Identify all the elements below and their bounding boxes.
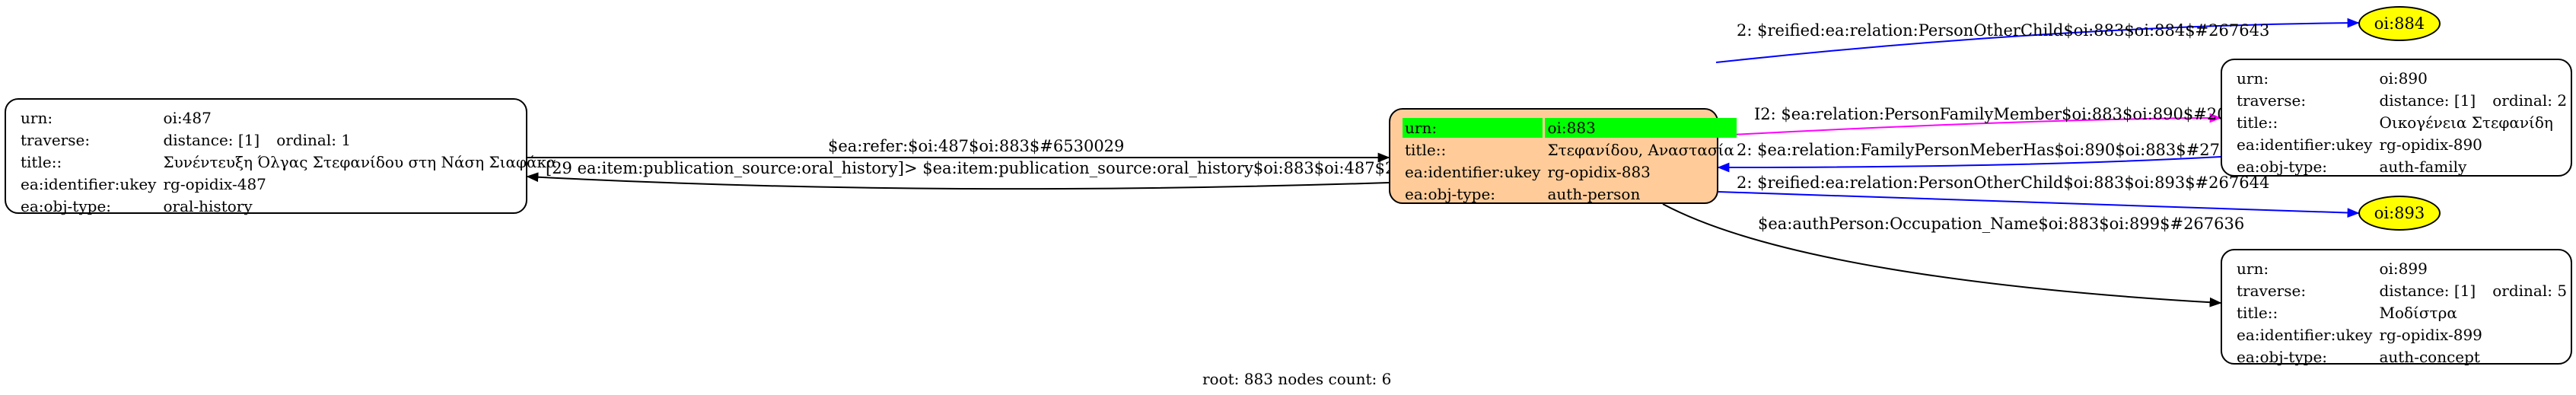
edge-label-family-has: 2: $ea:relation:FamilyPersonMeberHas$oi:… (1737, 141, 2261, 159)
ukey-key: ea:identifier:ukey (2237, 326, 2373, 344)
objtype-value: auth-person (1547, 185, 1641, 203)
ukey-value: rg-opidix-890 (2379, 135, 2482, 154)
node-oi-487[interactable]: urn: oi:487 traverse: distance: [1] ordin… (5, 98, 557, 215)
ukey-key: ea:identifier:ukey (1405, 163, 1541, 181)
title-value: Στεφανίδου, Αναστασία (1547, 141, 1734, 159)
traverse-distance: distance: [1] (2379, 282, 2476, 300)
edge-child-883-884 (1715, 18, 2360, 63)
objtype-value: auth-concept (2379, 348, 2480, 366)
ukey-value: rg-opidix-487 (163, 175, 266, 193)
title-key: title:: (1405, 141, 1447, 159)
urn-value: oi:899 (2379, 260, 2428, 278)
traverse-ordinal: ordinal: 5 (2492, 282, 2568, 300)
objtype-key: ea:obj-type: (1405, 185, 1496, 203)
node-oi-883-root[interactable]: urn: oi:883 title:: Στεφανίδου, Αναστασί… (1389, 108, 1737, 204)
ukey-value: rg-opidix-899 (2379, 326, 2482, 344)
urn-key: urn: (21, 109, 53, 127)
traverse-ordinal: ordinal: 2 (2492, 91, 2568, 110)
traverse-distance: distance: [1] (2379, 91, 2476, 110)
title-key: title:: (2237, 304, 2278, 322)
urn-value: oi:883 (1545, 118, 1737, 138)
traverse-ordinal: ordinal: 1 (276, 131, 352, 149)
traverse-key: traverse: (2237, 91, 2307, 110)
node-oi-893[interactable]: oi:893 (2358, 196, 2441, 231)
edge-occupation-883-899 (1662, 203, 2222, 307)
edge-label-child884: 2: $reified:ea:relation:PersonOtherChild… (1737, 21, 2270, 40)
objtype-key: ea:obj-type: (2237, 348, 2328, 366)
node-oi-899[interactable]: urn: oi:899 traverse: distance: [1] ordin… (2221, 249, 2572, 366)
urn-value: oi:487 (163, 109, 212, 127)
edge-label-refer: $ea:refer:$oi:487$oi:883$#6530029 (828, 137, 1125, 155)
urn-key: urn: (1403, 118, 1543, 138)
objtype-value: oral-history (163, 197, 253, 215)
edge-label-child893: 2: $reified:ea:relation:PersonOtherChild… (1737, 174, 2270, 192)
title-key: title:: (21, 153, 62, 171)
edge-family-has-890-883 (1717, 156, 2221, 173)
objtype-value: auth-family (2379, 158, 2467, 176)
objtype-key: ea:obj-type: (21, 197, 112, 215)
urn-key: urn: (2237, 69, 2269, 88)
ukey-key: ea:identifier:ukey (2237, 135, 2373, 154)
title-value: Οικογένεια Στεφανίδη (2379, 113, 2553, 132)
edge-child-883-893 (1718, 191, 2360, 218)
urn-key: urn: (2237, 260, 2269, 278)
ukey-value: rg-opidix-883 (1547, 163, 1651, 181)
edge-family-member-883-890 (1718, 113, 2222, 136)
title-key: title:: (2237, 113, 2278, 132)
edge-pubsource-883-487 (526, 172, 1390, 190)
title-value: Μοδίστρα (2379, 304, 2457, 322)
edge-label-family-member: I2: $ea:relation:PersonFamilyMember$oi:8… (1754, 105, 2288, 123)
traverse-key: traverse: (2237, 282, 2307, 300)
edge-label-occupation: $ea:authPerson:Occupation_Name$oi:883$oi… (1758, 215, 2245, 233)
node-oi-890[interactable]: urn: oi:890 traverse: distance: [1] ordin… (2221, 59, 2572, 177)
traverse-distance: distance: [1] (163, 131, 260, 149)
traverse-key: traverse: (21, 131, 91, 149)
graph-footer: root: 883 nodes count: 6 (1202, 370, 1392, 388)
objtype-key: ea:obj-type: (2237, 158, 2328, 176)
ukey-key: ea:identifier:ukey (21, 175, 157, 193)
urn-value: oi:890 (2379, 69, 2428, 88)
node-oi-884[interactable]: oi:884 (2358, 6, 2441, 41)
edge-label-pubsource: [29 ea:item:publication_source:oral_hist… (546, 159, 1490, 177)
title-value: Συνέντευξη Όλγας Στεφανίδου στη Νάση Σια… (163, 153, 557, 171)
